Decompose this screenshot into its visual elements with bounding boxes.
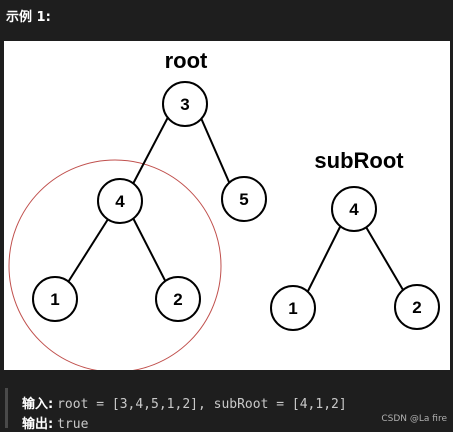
output-line: 输出: true xyxy=(22,413,88,432)
subtree-highlight-circle xyxy=(8,159,222,370)
input-value: root = [3,4,5,1,2], subRoot = [4,1,2] xyxy=(57,397,347,412)
svg-text:2: 2 xyxy=(412,298,421,317)
edge-sub-4-2 xyxy=(365,226,407,296)
tree-node: 2 xyxy=(394,284,440,330)
svg-text:4: 4 xyxy=(115,192,125,211)
input-label: 输入: xyxy=(22,397,54,412)
svg-text:1: 1 xyxy=(50,290,59,309)
example-heading: 示例 1: xyxy=(6,10,51,25)
output-value: true xyxy=(57,417,89,432)
svg-text:4: 4 xyxy=(349,200,359,219)
input-line: 输入: root = [3,4,5,1,2], subRoot = [4,1,2… xyxy=(22,393,347,412)
tree-node: 1 xyxy=(270,285,316,331)
subroot-node: 4 xyxy=(331,186,377,232)
blockquote-bar xyxy=(5,388,8,428)
subroot-title: subRoot xyxy=(314,148,404,173)
edge-sub-4-1 xyxy=(305,226,341,296)
tree-node: 2 xyxy=(155,276,201,322)
output-label: 输出: xyxy=(22,417,54,432)
root-title: root xyxy=(165,48,208,73)
svg-text:2: 2 xyxy=(173,290,182,309)
tree-node: 5 xyxy=(221,176,267,222)
tree-figure: root subRoot 3 4 5 1 2 4 1 xyxy=(4,41,450,370)
svg-text:5: 5 xyxy=(239,190,248,209)
root-node: 3 xyxy=(162,81,208,127)
svg-text:1: 1 xyxy=(288,299,297,318)
example-io-block: 输入: root = [3,4,5,1,2], subRoot = [4,1,2… xyxy=(0,386,453,432)
tree-diagram: root subRoot 3 4 5 1 2 4 1 xyxy=(8,48,440,370)
watermark: CSDN @La fire xyxy=(381,414,447,424)
svg-text:3: 3 xyxy=(180,95,189,114)
tree-node: 1 xyxy=(32,276,78,322)
tree-node: 4 xyxy=(97,178,143,224)
